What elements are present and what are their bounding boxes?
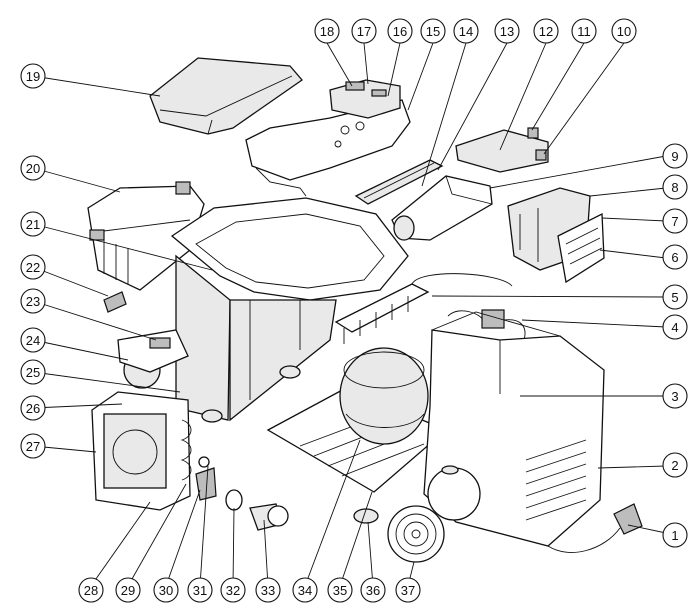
callout-label: 30 (159, 583, 173, 598)
callout-22: 22 (20, 254, 46, 280)
callout-label: 18 (320, 24, 334, 39)
callout-label: 26 (26, 401, 40, 416)
callout-21: 21 (20, 211, 46, 237)
part-rubber-foot (201, 365, 379, 524)
callout-label: 22 (26, 260, 40, 275)
callout-label: 2 (671, 458, 678, 473)
part-fan-motor (117, 329, 189, 389)
callout-label: 17 (357, 24, 371, 39)
callout-label: 7 (671, 214, 678, 229)
callout-label: 27 (26, 439, 40, 454)
part-ice-basket (87, 181, 205, 291)
callout-4: 4 (662, 314, 688, 340)
callout-36: 36 (360, 577, 386, 603)
callout-label: 20 (26, 161, 40, 176)
part-bracket (455, 127, 549, 173)
callout-label: 23 (26, 294, 40, 309)
callout-label: 13 (500, 24, 514, 39)
callout-37: 37 (395, 577, 421, 603)
part-hinge-strip (354, 159, 444, 205)
callout-label: 25 (26, 365, 40, 380)
part-small-motor (225, 489, 289, 531)
callout-label: 34 (298, 583, 312, 598)
callout-label: 9 (671, 149, 678, 164)
part-compressor (339, 347, 429, 445)
callout-33: 33 (255, 577, 281, 603)
callout-label: 36 (366, 583, 380, 598)
callout-11: 11 (571, 18, 597, 44)
part-inner-liner (170, 197, 409, 422)
part-valve (195, 456, 217, 501)
callout-label: 4 (671, 320, 678, 335)
callout-31: 31 (187, 577, 213, 603)
callout-label: 33 (261, 583, 275, 598)
callout-label: 35 (333, 583, 347, 598)
callout-1: 1 (662, 522, 688, 548)
part-solenoid (447, 309, 526, 341)
part-evaporator (334, 273, 513, 344)
callout-23: 23 (20, 288, 46, 314)
callout-label: 11 (577, 24, 591, 39)
callout-3: 3 (662, 383, 688, 409)
callout-8: 8 (662, 174, 688, 200)
callout-18: 18 (314, 18, 340, 44)
part-fan-guard (387, 505, 445, 563)
callout-19: 19 (20, 63, 46, 89)
part-clip (103, 291, 127, 313)
callout-label: 3 (671, 389, 678, 404)
leader-lines (32, 42, 667, 587)
part-top-lid (149, 57, 303, 135)
part-outer-housing (423, 311, 605, 547)
callout-14: 14 (453, 18, 479, 44)
callout-label: 19 (26, 69, 40, 84)
callout-label: 12 (539, 24, 553, 39)
callout-label: 6 (671, 250, 678, 265)
callout-35: 35 (327, 577, 353, 603)
part-power-cord (547, 503, 643, 553)
callout-28: 28 (78, 577, 104, 603)
callout-label: 31 (193, 583, 207, 598)
callout-20: 20 (20, 155, 46, 181)
callout-label: 28 (84, 583, 98, 598)
callout-label: 14 (459, 24, 473, 39)
callout-5: 5 (662, 284, 688, 310)
callout-label: 29 (121, 583, 135, 598)
callout-label: 5 (671, 290, 678, 305)
part-ice-tray (391, 175, 493, 241)
callout-label: 1 (671, 528, 678, 543)
callout-9: 9 (662, 143, 688, 169)
part-control-panel-cover (245, 79, 411, 197)
callout-26: 26 (20, 395, 46, 421)
callout-label: 16 (393, 24, 407, 39)
part-condenser (91, 391, 192, 511)
part-pcb-board (557, 212, 605, 284)
callout-16: 16 (387, 18, 413, 44)
callout-label: 10 (617, 24, 631, 39)
callout-label: 15 (426, 24, 440, 39)
callout-6: 6 (662, 244, 688, 270)
callout-25: 25 (20, 359, 46, 385)
callout-12: 12 (533, 18, 559, 44)
callout-label: 24 (26, 333, 40, 348)
callout-29: 29 (115, 577, 141, 603)
callout-7: 7 (662, 208, 688, 234)
callout-13: 13 (494, 18, 520, 44)
callout-15: 15 (420, 18, 446, 44)
callout-34: 34 (292, 577, 318, 603)
callout-10: 10 (611, 18, 637, 44)
callout-30: 30 (153, 577, 179, 603)
callout-17: 17 (351, 18, 377, 44)
callout-32: 32 (220, 577, 246, 603)
callout-label: 37 (401, 583, 415, 598)
callout-label: 21 (26, 217, 40, 232)
callout-27: 27 (20, 433, 46, 459)
callout-label: 32 (226, 583, 240, 598)
callout-2: 2 (662, 452, 688, 478)
callout-24: 24 (20, 327, 46, 353)
callout-label: 8 (671, 180, 678, 195)
